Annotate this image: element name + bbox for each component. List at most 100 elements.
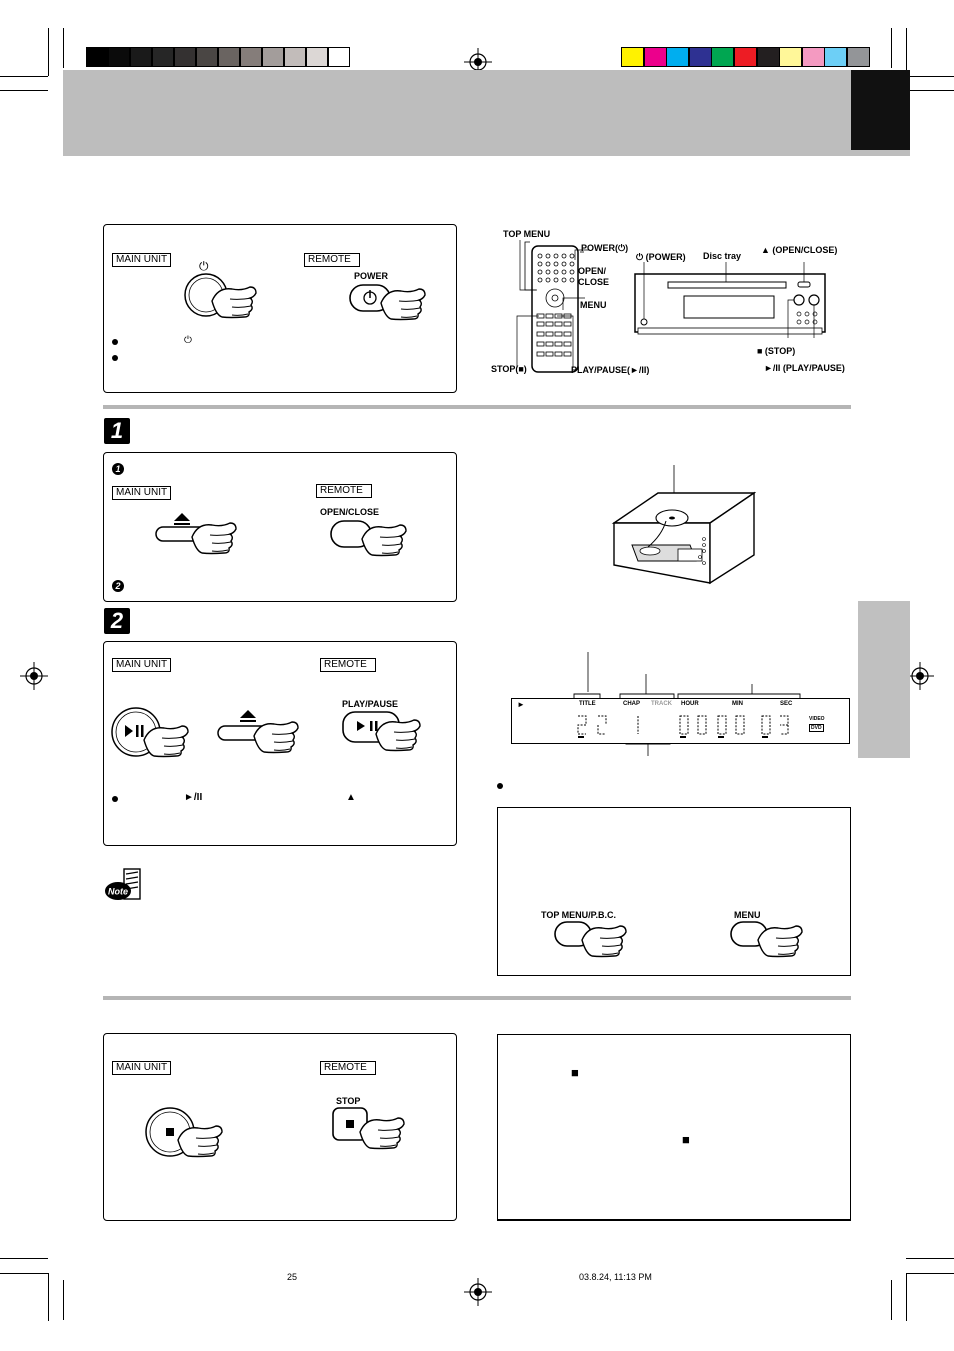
color-swatch xyxy=(666,47,690,67)
main-unit-tag: MAIN UNIT xyxy=(112,486,172,500)
print-timestamp: 03.8.24, 11:13 PM xyxy=(579,1272,652,1282)
callout-remote-open-close: OPEN/ CLOSE xyxy=(578,266,610,287)
side-gray-tab xyxy=(858,601,910,758)
display-chap-label: CHAP xyxy=(623,701,641,707)
main-unit-power-button[interactable] xyxy=(182,267,262,327)
crop-mark xyxy=(48,1273,49,1321)
display-hour-label: HOUR xyxy=(681,701,699,707)
display-min-label: MIN xyxy=(732,701,743,707)
gray-swatch xyxy=(196,47,218,67)
display-panel: ► TITLE CHAP TRACK HOUR MIN SEC VIDEO DV… xyxy=(511,698,850,744)
registration-target-icon xyxy=(20,662,48,690)
power-button-label: POWER xyxy=(354,271,389,281)
gray-swatch xyxy=(218,47,240,67)
crop-mark xyxy=(906,28,907,76)
crop-mark xyxy=(891,1280,892,1320)
callout-unit-open-close: ▲ (OPEN/CLOSE) xyxy=(761,245,838,255)
callout-remote-play-pause: PLAY/PAUSE(►/II) xyxy=(571,365,650,375)
remote-tag: REMOTE xyxy=(316,484,372,498)
color-swatch xyxy=(847,47,870,67)
crop-mark xyxy=(906,1258,954,1259)
remote-tag: REMOTE xyxy=(320,658,376,672)
remote-power-button[interactable] xyxy=(347,281,437,331)
power-symbol-label: ⏻ xyxy=(199,259,209,273)
substep-number: 2 xyxy=(112,580,124,592)
stop-symbol: ■ xyxy=(682,1132,690,1147)
note-label: Note xyxy=(108,887,128,897)
crop-mark xyxy=(48,28,49,76)
standby-symbol-label: ⏻ xyxy=(184,335,192,346)
remote-open-close-button[interactable] xyxy=(328,517,418,567)
crop-mark xyxy=(0,76,48,77)
crop-mark xyxy=(906,1273,907,1321)
color-swatch xyxy=(779,47,803,67)
menu-label: MENU xyxy=(734,910,761,920)
color-swatch xyxy=(621,47,644,67)
note-icon: Note xyxy=(105,868,141,900)
crop-mark xyxy=(63,28,64,68)
remote-callout-lines xyxy=(516,240,590,368)
registration-target-icon xyxy=(464,1278,492,1306)
callout-top-menu: TOP MENU xyxy=(503,229,551,239)
crop-mark xyxy=(906,90,954,91)
main-unit-eject-button[interactable] xyxy=(154,509,244,565)
substep-number: 1 xyxy=(112,463,124,475)
display-track-label: TRACK xyxy=(651,701,672,707)
crop-mark xyxy=(891,28,892,68)
color-swatch xyxy=(734,47,757,67)
gray-swatch xyxy=(152,47,174,67)
gray-swatch xyxy=(240,47,262,67)
remote-play-pause-button[interactable] xyxy=(340,710,430,762)
registration-target-icon xyxy=(906,662,934,690)
gray-swatch xyxy=(284,47,306,67)
crop-mark xyxy=(906,1273,954,1274)
crop-mark xyxy=(63,1280,64,1320)
color-swatch xyxy=(643,47,667,67)
crop-mark xyxy=(0,1258,48,1259)
main-unit-stop-button[interactable] xyxy=(142,1102,234,1168)
color-swatch xyxy=(801,47,825,67)
stop-label: STOP xyxy=(336,1096,361,1106)
display-title-label: TITLE xyxy=(579,701,596,707)
remote-tag: REMOTE xyxy=(320,1061,376,1075)
step-number: 1 xyxy=(104,418,130,444)
disc-player-illustration xyxy=(611,465,756,585)
remote-top-menu-button[interactable] xyxy=(552,918,632,968)
eject-symbol: ▲ xyxy=(346,792,356,803)
page-number: 25 xyxy=(287,1272,298,1282)
remote-control-diagram xyxy=(524,241,584,373)
step2-box: MAIN UNIT REMOTE PLAY/PAUSE ►/II ▲ xyxy=(103,641,457,846)
main-unit-tag: MAIN UNIT xyxy=(112,658,172,672)
section-divider xyxy=(103,996,851,1000)
crop-mark xyxy=(906,76,954,77)
main-unit-play-pause-button[interactable] xyxy=(110,702,200,768)
top-menu-pbc-label: TOP MENU/P.B.C. xyxy=(541,910,617,920)
bullet xyxy=(112,796,118,802)
gray-swatch xyxy=(306,47,328,67)
play-pause-label: PLAY/PAUSE xyxy=(342,699,399,709)
color-swatch xyxy=(824,47,848,67)
gray-swatch xyxy=(130,47,152,67)
color-swatch xyxy=(756,47,780,67)
gray-swatch xyxy=(174,47,196,67)
stop-symbol: ■ xyxy=(571,1065,579,1080)
display-sec-label: SEC xyxy=(780,701,793,707)
callout-disc-tray: Disc tray xyxy=(703,251,742,261)
main-unit-eject-button-2[interactable] xyxy=(216,706,306,766)
power-box: MAIN UNIT REMOTE ⏻ POWER ⏻ xyxy=(103,224,457,393)
section-divider xyxy=(103,405,851,409)
callout-remote-power: POWER(⏻) xyxy=(581,243,629,253)
segment-digits xyxy=(577,715,789,738)
main-unit-tag: MAIN UNIT xyxy=(112,253,172,267)
stop-box: MAIN UNIT REMOTE STOP xyxy=(103,1033,457,1221)
color-swatch xyxy=(711,47,735,67)
callout-remote-menu: MENU xyxy=(580,300,607,310)
callout-unit-play-pause: ►/II (PLAY/PAUSE) xyxy=(764,363,845,373)
gray-swatch xyxy=(262,47,284,67)
gray-swatch xyxy=(86,47,108,67)
remote-stop-button[interactable] xyxy=(330,1106,420,1162)
step-number: 2 xyxy=(104,608,130,634)
step1-box: 1 MAIN UNIT REMOTE OPEN/CLOSE 2 xyxy=(103,452,457,602)
gray-swatch xyxy=(108,47,130,67)
remote-menu-button[interactable] xyxy=(728,918,808,968)
